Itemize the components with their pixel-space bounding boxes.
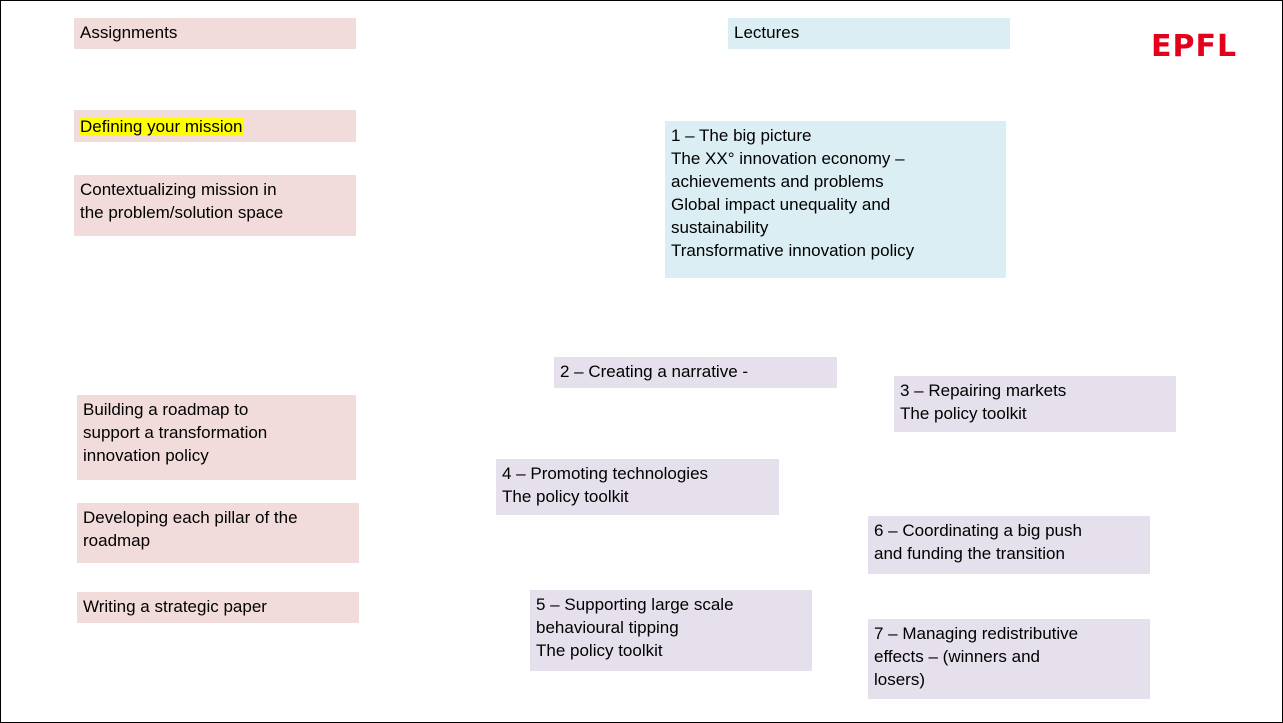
lecture-line: losers) xyxy=(874,670,926,689)
lectures-header-label: Lectures xyxy=(734,23,800,42)
lecture-line: sustainability xyxy=(671,218,769,237)
lecture-line: The XX° innovation economy – xyxy=(671,149,905,168)
lecture-line: 3 – Repairing markets xyxy=(900,381,1067,400)
lecture-5-behavioural-tipping: 5 – Supporting large scale behavioural t… xyxy=(530,590,812,671)
assignment-writing-paper: Writing a strategic paper xyxy=(77,592,359,623)
lecture-3-repairing-markets: 3 – Repairing markets The policy toolkit xyxy=(894,376,1176,432)
assignment-line: Contextualizing mission in xyxy=(80,180,277,199)
assignment-line: Writing a strategic paper xyxy=(83,597,267,616)
assignment-defining-mission: Defining your mission xyxy=(74,110,356,142)
lecture-line: 4 – Promoting technologies xyxy=(502,464,709,483)
lecture-2-narrative: 2 – Creating a narrative - xyxy=(554,357,837,388)
lecture-line: and funding the transition xyxy=(874,544,1065,563)
assignment-line: the problem/solution space xyxy=(80,203,284,222)
lecture-line: achievements and problems xyxy=(671,172,884,191)
lecture-line: 2 – Creating a narrative - xyxy=(560,362,749,381)
lecture-line: The policy toolkit xyxy=(536,641,663,660)
lecture-line: 6 – Coordinating a big push xyxy=(874,521,1082,540)
lecture-line: effects – (winners and xyxy=(874,647,1040,666)
lecture-line: Transformative innovation policy xyxy=(671,241,915,260)
assignment-line: Defining your mission xyxy=(80,117,243,136)
lecture-line: behavioural tipping xyxy=(536,618,679,637)
lecture-line: 5 – Supporting large scale xyxy=(536,595,734,614)
assignment-line: support a transformation xyxy=(83,423,268,442)
lecture-1-big-picture: 1 – The big picture The XX° innovation e… xyxy=(665,121,1006,278)
lecture-line: Global impact unequality and xyxy=(671,195,891,214)
assignments-header: Assignments xyxy=(74,18,356,49)
lecture-4-promoting-technologies: 4 – Promoting technologies The policy to… xyxy=(496,459,779,515)
assignment-contextualizing-mission: Contextualizing mission in the problem/s… xyxy=(74,175,356,236)
assignment-building-roadmap: Building a roadmap to support a transfor… xyxy=(77,395,356,480)
epfl-logo-text: EPFL xyxy=(1151,29,1238,64)
lecture-6-big-push: 6 – Coordinating a big push and funding … xyxy=(868,516,1150,574)
assignment-line: innovation policy xyxy=(83,446,209,465)
assignments-header-label: Assignments xyxy=(80,23,178,42)
epfl-logo: EPFL xyxy=(1151,31,1237,63)
assignment-line: roadmap xyxy=(83,531,151,550)
lecture-line: 7 – Managing redistributive xyxy=(874,624,1079,643)
lecture-line: 1 – The big picture xyxy=(671,126,812,145)
lecture-line: The policy toolkit xyxy=(502,487,629,506)
assignment-developing-pillar: Developing each pillar of the roadmap xyxy=(77,503,359,563)
lecture-7-redistributive-effects: 7 – Managing redistributive effects – (w… xyxy=(868,619,1150,699)
assignment-line: Developing each pillar of the xyxy=(83,508,298,527)
assignment-line: Building a roadmap to xyxy=(83,400,249,419)
lectures-header: Lectures xyxy=(728,18,1010,49)
lecture-line: The policy toolkit xyxy=(900,404,1027,423)
